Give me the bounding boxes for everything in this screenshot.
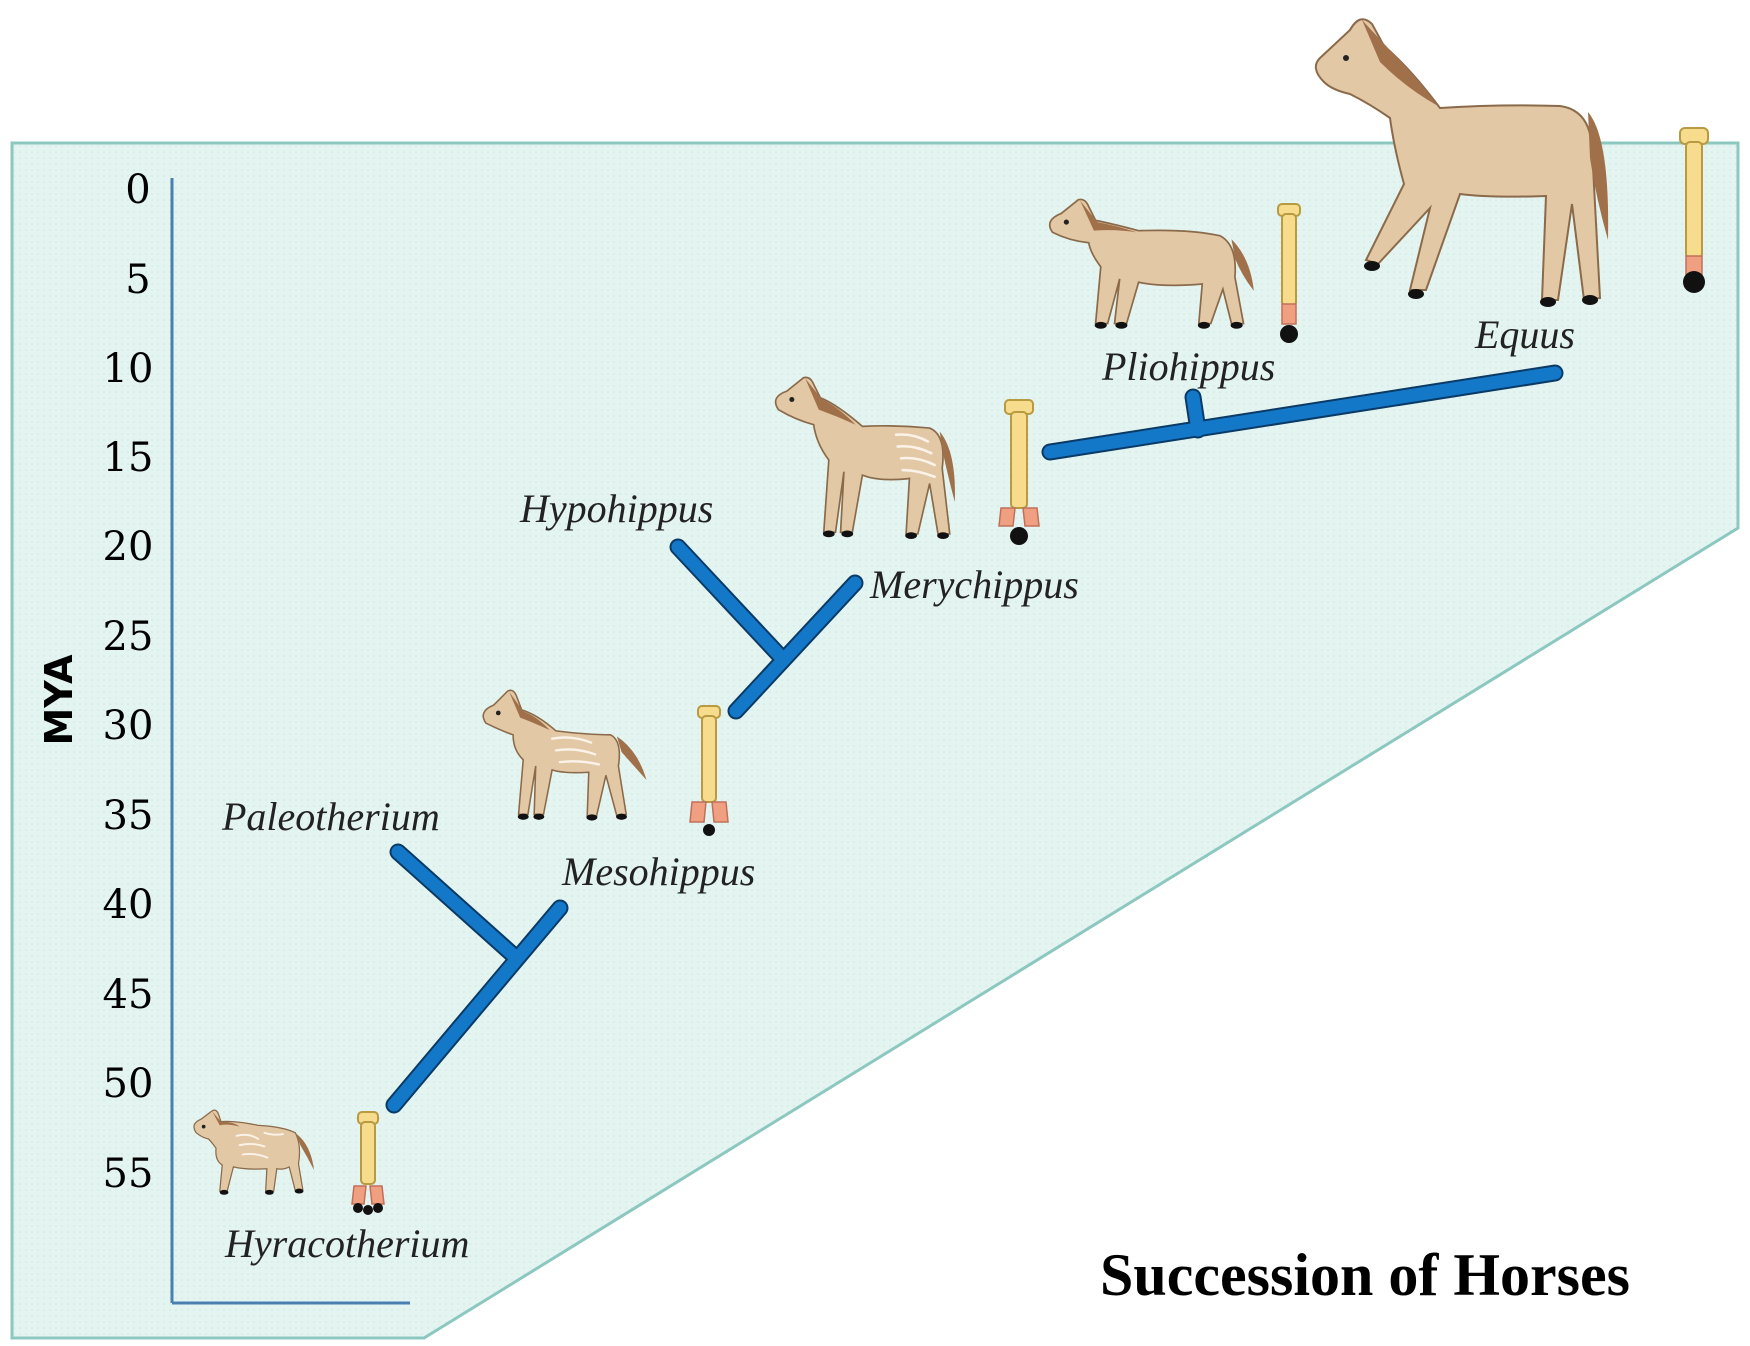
tick-35: 35 — [103, 793, 154, 839]
tick-0: 0 — [125, 167, 150, 213]
label-paleotherium: Paleotherium — [221, 794, 440, 839]
label-pliohippus: Pliohippus — [1101, 344, 1275, 389]
tick-45: 45 — [103, 972, 154, 1018]
branch-pliohippus — [1193, 397, 1198, 430]
tick-30: 30 — [103, 703, 154, 749]
tick-55: 55 — [103, 1151, 154, 1197]
label-equus: Equus — [1474, 312, 1575, 357]
label-merychippus: Merychippus — [869, 562, 1079, 607]
label-hyracotherium: Hyracotherium — [224, 1221, 469, 1266]
label-mesohippus: Mesohippus — [561, 849, 755, 894]
diagram-title: Succession of Horses — [1100, 1242, 1630, 1308]
tick-5: 5 — [125, 257, 150, 303]
tick-25: 25 — [103, 614, 154, 660]
tick-15: 15 — [103, 435, 154, 481]
pliohippus-foot-bone — [1278, 204, 1300, 343]
axis-title: MYA — [37, 654, 81, 746]
tick-50: 50 — [103, 1061, 154, 1107]
tick-10: 10 — [103, 346, 154, 392]
tick-20: 20 — [103, 524, 154, 570]
tick-40: 40 — [103, 882, 154, 928]
label-hypohippus: Hypohippus — [519, 486, 713, 531]
